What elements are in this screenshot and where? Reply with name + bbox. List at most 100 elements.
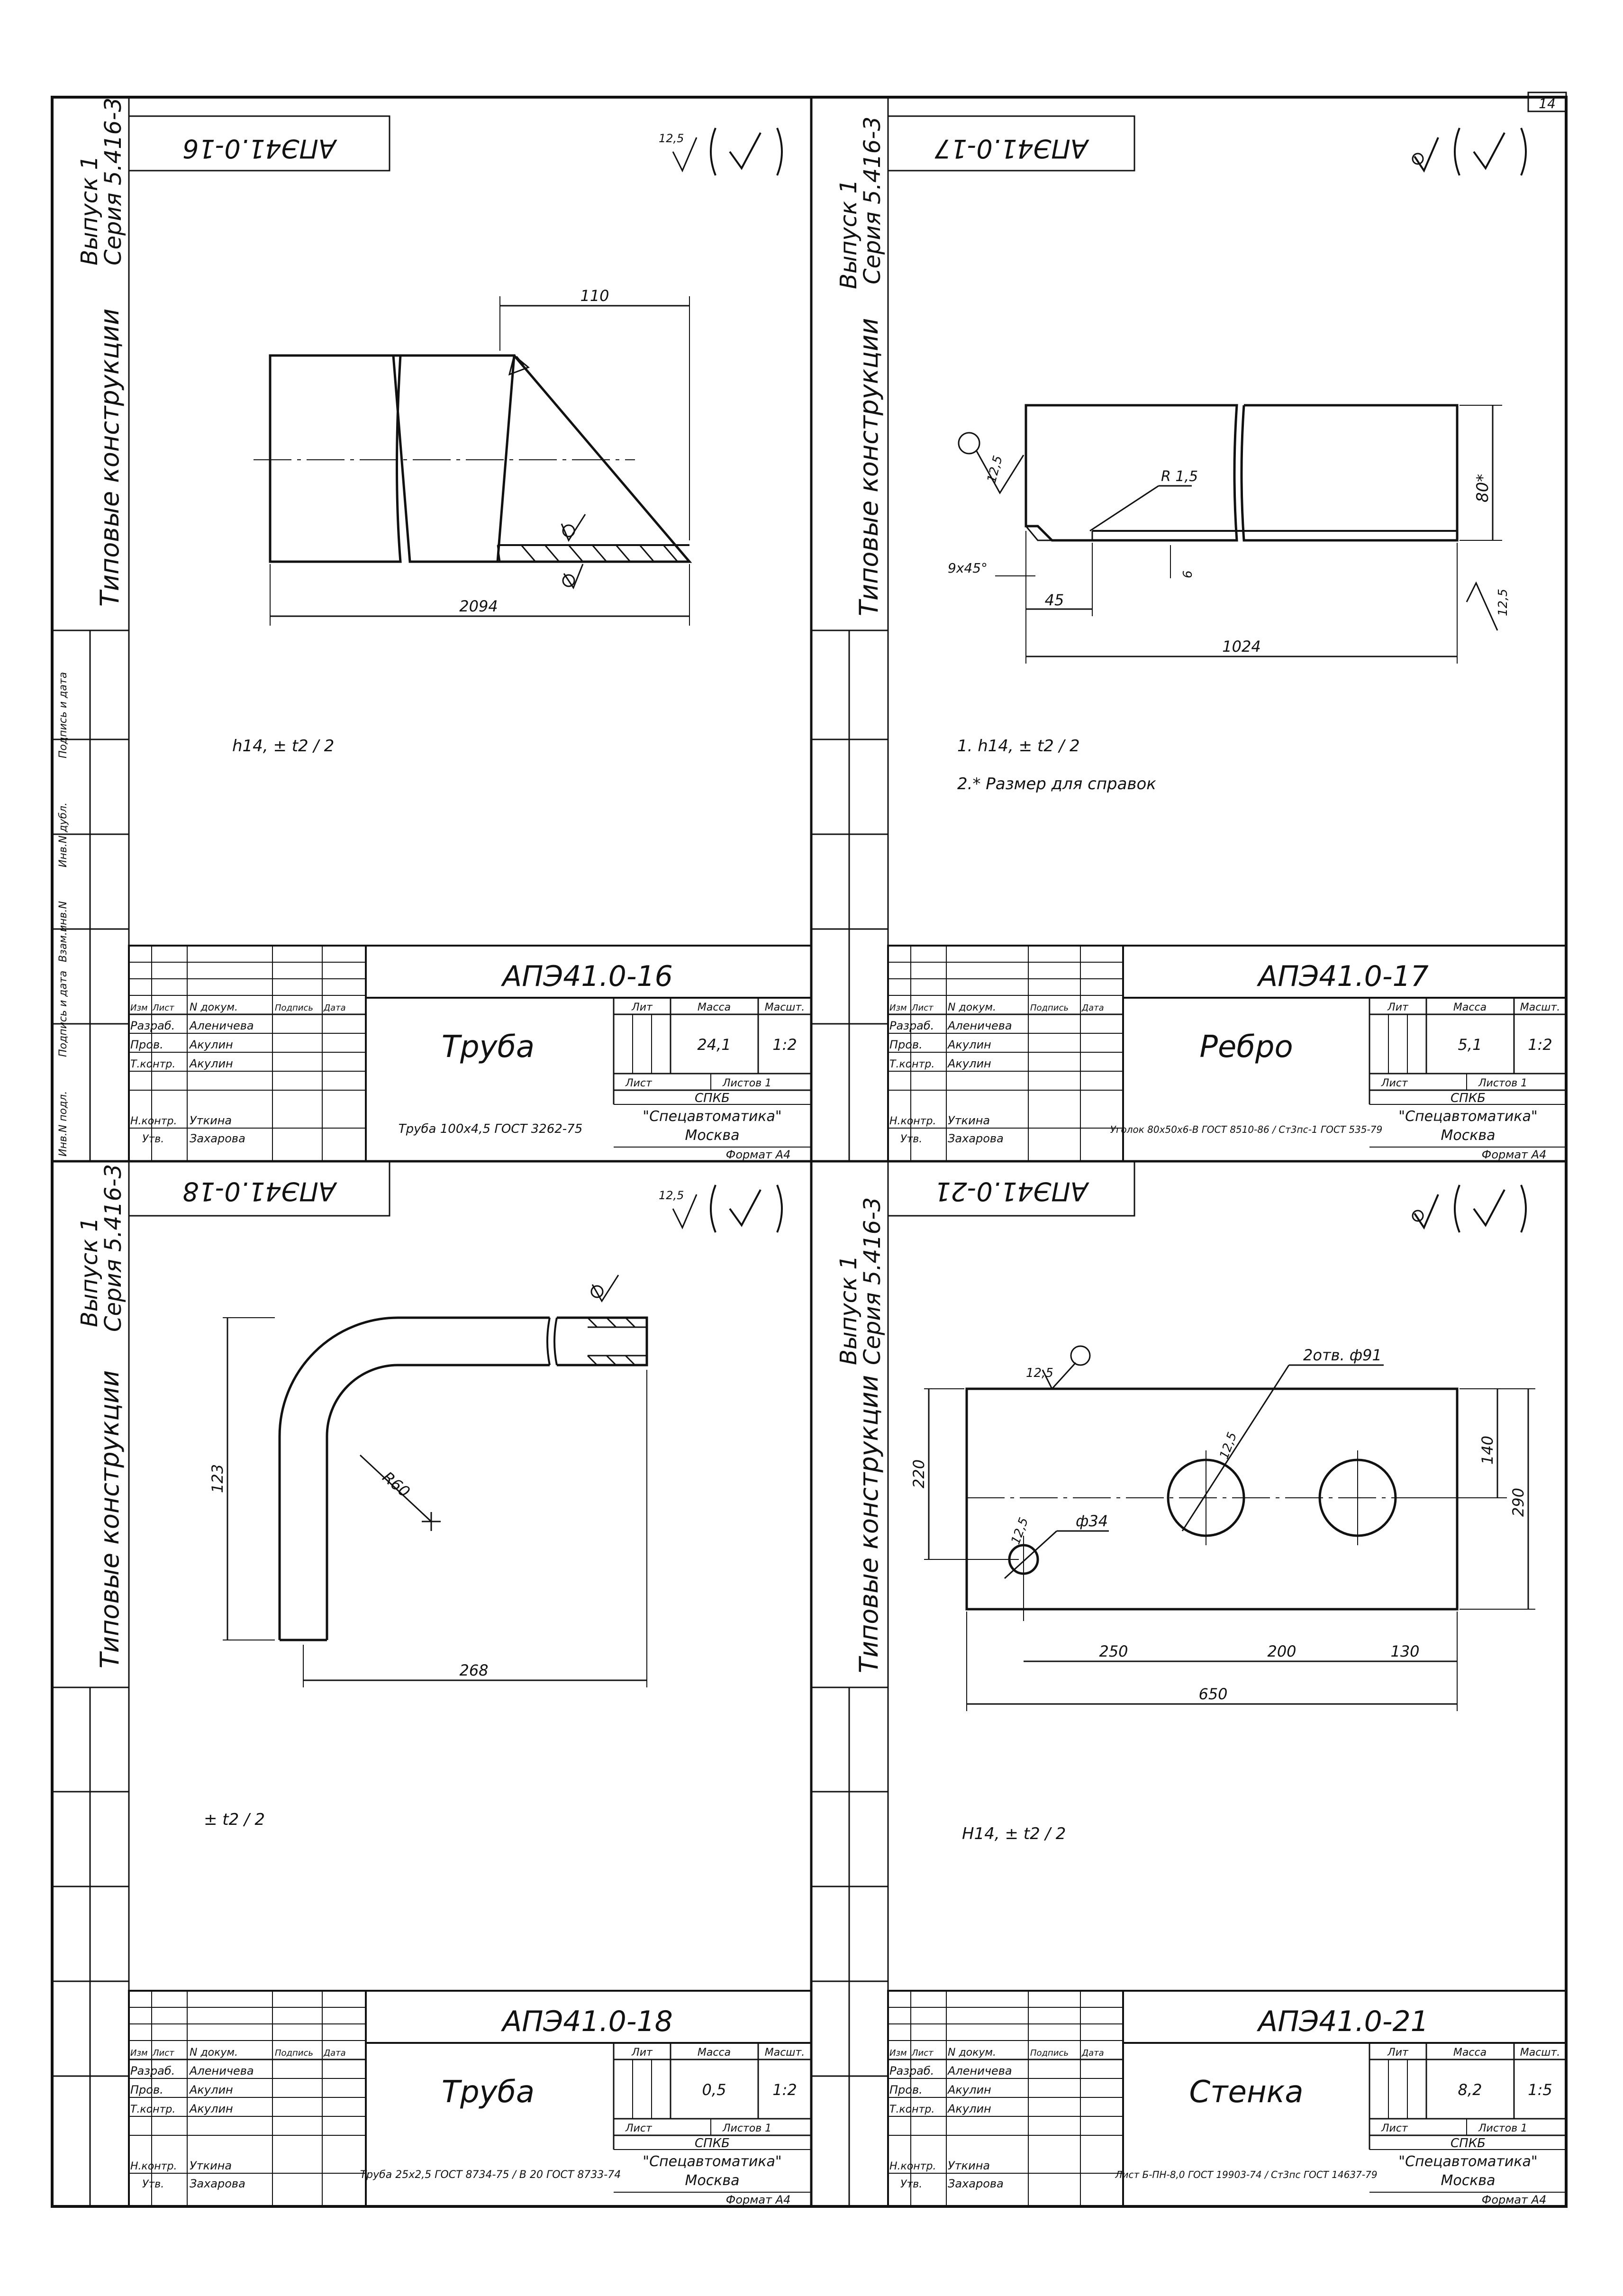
svg-text:9х45°: 9х45° (948, 560, 988, 576)
svg-text:Серия 5.416-3: Серия 5.416-3 (100, 1164, 127, 1332)
svg-text:"Спецавтоматика": "Спецавтоматика" (1398, 2153, 1537, 2170)
svg-text:СПКБ: СПКБ (695, 1091, 730, 1105)
svg-text:1:5: 1:5 (1528, 2081, 1552, 2099)
svg-text:Лист: Лист (625, 1077, 653, 1089)
svg-text:12,5: 12,5 (1008, 1516, 1031, 1547)
svg-text:290: 290 (1509, 1488, 1527, 1517)
svg-text:Москва: Москва (1441, 2172, 1496, 2189)
svg-text:Инв.N дубл.: Инв.N дубл. (57, 802, 69, 867)
svg-text:Типовые конструкции: Типовые конструкции (95, 1370, 125, 1668)
svg-text:Масса: Масса (1453, 2047, 1487, 2059)
svg-text:Формат А4: Формат А4 (1482, 2193, 1547, 2206)
svg-text:Уткина: Уткина (190, 2159, 232, 2172)
svg-text:Масса: Масса (698, 2047, 731, 2059)
svg-text:1024: 1024 (1222, 638, 1260, 656)
svg-text:Лист: Лист (1381, 2123, 1408, 2134)
svg-text:Масшт.: Масшт. (765, 1002, 805, 1013)
svg-text:Изм: Изм (130, 1003, 148, 1013)
svg-text:АПЭ41.0-21: АПЭ41.0-21 (1256, 2005, 1429, 2038)
svg-text:Н.контр.: Н.контр. (889, 2160, 936, 2172)
svg-text:Листов 1: Листов 1 (722, 2123, 771, 2134)
svg-text:Аленичева: Аленичева (189, 2064, 254, 2077)
svg-text:Выпуск 1: Выпуск 1 (835, 1255, 862, 1365)
svg-text:12,5: 12,5 (985, 454, 1006, 484)
svg-text:268: 268 (459, 1661, 488, 1679)
svg-text:1. h14, ± t2 / 2: 1. h14, ± t2 / 2 (957, 737, 1080, 756)
svg-text:Инв.N подл.: Инв.N подл. (57, 1091, 69, 1157)
svg-text:6: 6 (1181, 570, 1195, 578)
svg-text:Захарова: Захарова (948, 1132, 1004, 1145)
svg-text:Подпись и дата: Подпись и дата (57, 971, 69, 1057)
svg-text:80*: 80* (1473, 474, 1492, 502)
svg-text:110: 110 (580, 287, 609, 305)
svg-text:Лит: Лит (1387, 1002, 1409, 1013)
svg-text:"Спецавтоматика": "Спецавтоматика" (643, 2153, 781, 2170)
svg-text:Н.контр.: Н.контр. (130, 2160, 177, 2172)
sheet-apz-17: Выпуск 1 Серия 5.416-3 Типовые конструкц… (810, 96, 1567, 1162)
roughness-symbol (710, 128, 783, 176)
svg-text:Аленичева: Аленичева (947, 2064, 1012, 2077)
svg-text:Москва: Москва (1441, 1127, 1496, 1144)
page-frame (51, 96, 1568, 2208)
svg-text:Утв.: Утв. (142, 1133, 164, 1145)
svg-text:12,5: 12,5 (659, 132, 684, 145)
part-name: Труба (442, 1030, 535, 1065)
svg-text:Пров.: Пров. (889, 1038, 923, 1051)
svg-text:Акулин: Акулин (947, 2102, 991, 2115)
svg-text:Дата: Дата (323, 1003, 346, 1013)
svg-text:ф34: ф34 (1076, 1512, 1108, 1530)
svg-text:2094: 2094 (459, 597, 498, 615)
svg-text:Разраб.: Разраб. (889, 2064, 934, 2077)
svg-text:Подпись: Подпись (1030, 2048, 1069, 2058)
svg-text:АПЭ41.0-21: АПЭ41.0-21 (934, 1176, 1089, 1206)
svg-text:Масшт.: Масшт. (1520, 2047, 1560, 2059)
svg-text:Формат А4: Формат А4 (726, 2193, 791, 2206)
svg-text:8,2: 8,2 (1458, 2081, 1482, 2099)
svg-text:Стенка: Стенка (1189, 2075, 1303, 2110)
svg-text:Изм: Изм (889, 2048, 907, 2058)
wall-plate-drawing: 2отв. ф91 12,5 ф34 12,5 12,5 220 140 290… (910, 1345, 1535, 1711)
svg-text:Дата: Дата (323, 2048, 346, 2058)
svg-text:H14, ± t2 / 2: H14, ± t2 / 2 (962, 1824, 1066, 1843)
svg-text:Т.контр.: Т.контр. (130, 2104, 175, 2115)
svg-text:Масса: Масса (698, 1002, 731, 1013)
svg-text:5,1: 5,1 (1458, 1036, 1482, 1054)
mirrored-code: АПЭ41.0-16 (182, 134, 337, 164)
svg-text:Захарова: Захарова (190, 2177, 245, 2190)
svg-text:12,5: 12,5 (1496, 589, 1510, 616)
svg-text:2отв. ф91: 2отв. ф91 (1303, 1346, 1382, 1364)
svg-text:± t2 / 2: ± t2 / 2 (204, 1810, 265, 1829)
svg-text:Выпуск 1: Выпуск 1 (835, 179, 862, 289)
svg-text:Лист: Лист (911, 1003, 934, 1013)
svg-text:250: 250 (1099, 1642, 1128, 1660)
svg-text:Серия 5.416-3: Серия 5.416-3 (859, 117, 886, 284)
svg-text:СПКБ: СПКБ (1451, 1091, 1486, 1105)
svg-text:Дата: Дата (1081, 2048, 1104, 2058)
svg-text:Формат А4: Формат А4 (726, 1148, 791, 1161)
svg-text:650: 650 (1198, 1685, 1227, 1703)
page-number: 14 (1539, 96, 1556, 111)
svg-text:Масшт.: Масшт. (1520, 1002, 1560, 1013)
svg-text:Н.контр.: Н.контр. (889, 1115, 936, 1127)
svg-text:Пров.: Пров. (130, 2083, 163, 2096)
svg-text:45: 45 (1045, 591, 1064, 609)
pipe-drawing: 110 2094 (254, 287, 692, 626)
svg-text:СПКБ: СПКБ (695, 2136, 730, 2150)
svg-text:Взам.инв.N: Взам.инв.N (57, 901, 69, 962)
svg-text:220: 220 (910, 1459, 928, 1488)
sheet-apz-21: Выпуск 1 Серия 5.416-3 Типовые конструкц… (810, 1160, 1567, 2207)
svg-text:Разраб.: Разраб. (130, 2064, 175, 2077)
svg-text:Н.контр.: Н.контр. (130, 1115, 177, 1127)
svg-text:Типовые конструкции: Типовые конструкции (854, 318, 884, 616)
svg-text:N докум.: N докум. (948, 2047, 996, 2059)
svg-text:Т.контр.: Т.контр. (889, 1058, 934, 1070)
svg-text:Акулин: Акулин (189, 1057, 233, 1070)
svg-text:1:2: 1:2 (1528, 1036, 1552, 1054)
svg-text:Утв.: Утв. (900, 1133, 922, 1145)
svg-text:Пров.: Пров. (889, 2083, 923, 2096)
svg-text:"Спецавтоматика": "Спецавтоматика" (1398, 1108, 1537, 1125)
svg-text:Разраб.: Разраб. (889, 1019, 934, 1032)
svg-text:Акулин: Акулин (947, 1038, 991, 1051)
svg-text:123: 123 (209, 1464, 227, 1493)
